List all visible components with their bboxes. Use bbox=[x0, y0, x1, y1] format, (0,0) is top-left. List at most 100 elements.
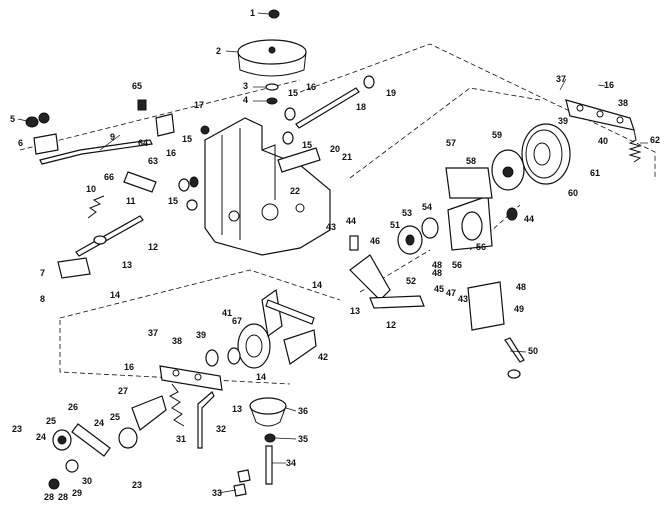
callout-33: 33 bbox=[212, 488, 222, 498]
bushing-15 bbox=[186, 199, 198, 211]
callout-16c: 16 bbox=[604, 80, 614, 90]
callout-46: 46 bbox=[370, 236, 380, 246]
callout-14a: 14 bbox=[110, 290, 120, 300]
callout-58: 58 bbox=[466, 156, 476, 166]
hub-59 bbox=[491, 149, 525, 191]
callout-43a: 43 bbox=[326, 222, 336, 232]
lever-63 bbox=[123, 171, 157, 193]
collar-39 bbox=[205, 347, 241, 367]
roller-26 bbox=[118, 427, 138, 449]
collar-54 bbox=[421, 217, 439, 239]
housing-56 bbox=[447, 195, 493, 251]
callout-56b: 56 bbox=[452, 260, 462, 270]
callout-14c: 14 bbox=[256, 372, 266, 382]
bracket-42 bbox=[283, 329, 317, 365]
handle-knob-5 bbox=[25, 112, 50, 128]
bracket-58 bbox=[445, 167, 493, 199]
callout-24a: 24 bbox=[36, 432, 46, 442]
callout-25b: 25 bbox=[110, 412, 120, 422]
washer-4 bbox=[266, 97, 278, 105]
callout-8: 8 bbox=[40, 294, 45, 304]
rod-32 bbox=[197, 391, 215, 449]
callout-15c: 15 bbox=[288, 88, 298, 98]
lever-27 bbox=[131, 395, 167, 431]
callout-4: 4 bbox=[243, 95, 248, 105]
callout-34: 34 bbox=[286, 458, 296, 468]
washer-44 bbox=[349, 207, 518, 251]
bracket-6 bbox=[33, 133, 59, 155]
assembly-guide-lines bbox=[19, 43, 656, 385]
callout-65: 65 bbox=[132, 81, 142, 91]
callout-13b: 13 bbox=[350, 306, 360, 316]
shaft-18 bbox=[295, 87, 360, 129]
callout-6: 6 bbox=[18, 138, 23, 148]
callout-32: 32 bbox=[216, 424, 226, 434]
callout-61: 61 bbox=[590, 168, 600, 178]
callout-24b: 24 bbox=[94, 418, 104, 428]
callout-44b: 44 bbox=[524, 214, 534, 224]
callout-11: 11 bbox=[126, 196, 136, 206]
callout-17: 17 bbox=[194, 100, 204, 110]
shaft-34 bbox=[265, 445, 273, 485]
callout-25a: 25 bbox=[46, 416, 56, 426]
rod-11 bbox=[75, 215, 144, 257]
callout-40: 40 bbox=[598, 136, 608, 146]
bolt-17 bbox=[200, 125, 210, 135]
nut-top bbox=[268, 9, 280, 19]
callout-36: 36 bbox=[298, 406, 308, 416]
callout-42: 42 bbox=[318, 352, 328, 362]
callout-37b: 37 bbox=[148, 328, 158, 338]
spring-10 bbox=[87, 195, 105, 219]
callout-12a: 12 bbox=[148, 242, 158, 252]
callout-57: 57 bbox=[446, 138, 456, 148]
callout-44a: 44 bbox=[346, 216, 356, 226]
callout-28a: 28 bbox=[58, 492, 68, 502]
callout-63: 63 bbox=[148, 156, 158, 166]
spring-31 bbox=[168, 383, 185, 427]
callout-31: 31 bbox=[176, 434, 186, 444]
arm-20 bbox=[277, 147, 321, 173]
callout-13a: 13 bbox=[122, 260, 132, 270]
callout-39b: 39 bbox=[196, 330, 206, 340]
callout-12b: 12 bbox=[386, 320, 396, 330]
callout-59: 59 bbox=[492, 130, 502, 140]
washer-16-left bbox=[178, 176, 199, 192]
callout-38a: 38 bbox=[618, 98, 628, 108]
callout-2: 2 bbox=[216, 46, 221, 56]
callout-52: 52 bbox=[406, 276, 416, 286]
callout-14b: 14 bbox=[312, 280, 322, 290]
callout-48b: 48 bbox=[516, 282, 526, 292]
pulley-41 bbox=[237, 323, 271, 369]
callout-1: 1 bbox=[250, 8, 255, 18]
callout-18: 18 bbox=[356, 102, 366, 112]
callout-23a: 23 bbox=[12, 424, 22, 434]
bracket-7 bbox=[57, 257, 91, 279]
callout-26: 26 bbox=[68, 402, 78, 412]
callout-37a: 37 bbox=[556, 74, 566, 84]
callout-23b: 23 bbox=[132, 480, 142, 490]
linkage-46 bbox=[349, 254, 425, 309]
leader-lines bbox=[17, 12, 648, 494]
callout-67: 67 bbox=[232, 316, 242, 326]
washer-3 bbox=[265, 83, 279, 91]
spring-62 bbox=[628, 129, 642, 163]
callout-35: 35 bbox=[298, 434, 308, 444]
clips-33 bbox=[233, 469, 251, 497]
bushing-19 bbox=[363, 75, 375, 89]
callout-7: 7 bbox=[40, 268, 45, 278]
callout-15a: 15 bbox=[182, 134, 192, 144]
callout-64: 64 bbox=[138, 138, 148, 148]
callout-41: 41 bbox=[222, 308, 232, 318]
callout-22: 22 bbox=[290, 186, 300, 196]
arm-28 bbox=[71, 423, 111, 457]
callout-56a: 56 bbox=[476, 242, 486, 252]
callout-21: 21 bbox=[342, 152, 352, 162]
rod-50 bbox=[504, 337, 525, 379]
clip-64 bbox=[155, 113, 175, 137]
callout-48c: 48 bbox=[432, 260, 442, 270]
callout-45: 45 bbox=[434, 284, 444, 294]
callout-43b: 43 bbox=[458, 294, 468, 304]
lever-38-lower bbox=[159, 365, 223, 391]
